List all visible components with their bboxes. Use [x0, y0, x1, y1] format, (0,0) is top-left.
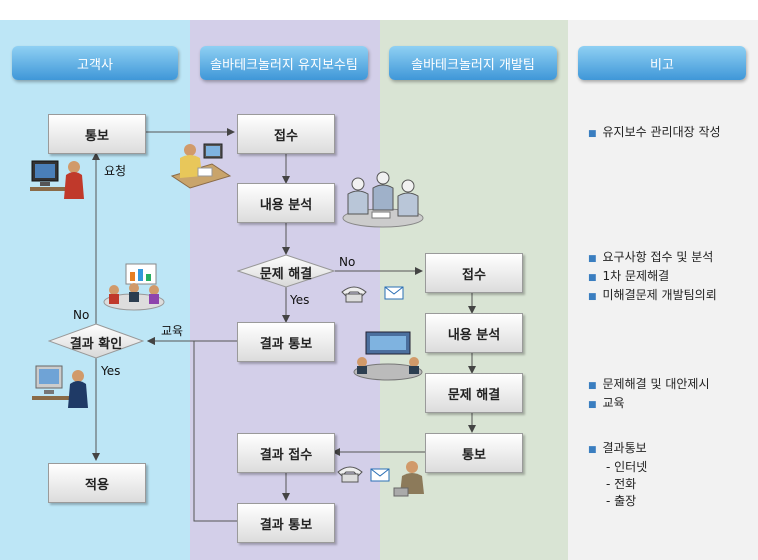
remark-4-2: - 전화 [606, 477, 637, 491]
phone-icon-2 [337, 466, 363, 483]
remark-2-2: 1차 문제해결 [602, 269, 670, 283]
maintenance-yes-label: Yes [290, 293, 310, 307]
education-label: 교육 [161, 324, 184, 338]
lane-header-remarks: 비고 [578, 46, 746, 80]
remark-group-4: ■결과통보 - 인터넷 - 전화 - 출장 [588, 441, 648, 508]
lane-header-maintenance: 솔바테크놀러지 유지보수팀 [200, 46, 368, 80]
worker-icon [393, 461, 424, 497]
phone-icon [341, 286, 367, 303]
development-notify-box: 통보 [425, 433, 523, 473]
customer-apply-box: 적용 [48, 463, 146, 503]
request-label: 요청 [104, 164, 127, 178]
remark-4-1: - 인터넷 [606, 460, 648, 474]
customer-yes-label: Yes [101, 364, 121, 378]
development-receive-box: 접수 [425, 253, 523, 293]
team-discussion-icon [342, 171, 424, 228]
remark-2-3: 미해결문제 개발팀의뢰 [602, 288, 717, 302]
remark-group-3: ■문제해결 및 대안제시 ■교육 [588, 377, 710, 410]
envelope-icon [384, 286, 404, 300]
engineer-desk-icon [170, 143, 232, 189]
maintenance-result-notify2-box: 결과 통보 [237, 503, 335, 543]
meeting-icon [103, 263, 165, 311]
customer-notify-box: 통보 [48, 114, 146, 154]
remark-group-1: ■유지보수 관리대장 작성 [588, 125, 721, 139]
check-result-label: 결과 확인 [69, 337, 123, 352]
lane-header-customer: 고객사 [12, 46, 178, 80]
remark-2-1: 요구사항 접수 및 분석 [602, 250, 714, 264]
remark-4-title: 결과통보 [602, 441, 647, 455]
remark-4-3: - 출장 [606, 494, 637, 508]
maintenance-result-notify-box: 결과 통보 [237, 322, 335, 362]
development-analysis-box: 내용 분석 [425, 313, 523, 353]
computer-user-icon-2 [32, 365, 88, 408]
maintenance-solve-diamond [237, 254, 335, 288]
envelope-icon-2 [370, 468, 390, 482]
lane-header-development: 솔바테크놀러지 개발팀 [389, 46, 557, 80]
customer-no-label: No [73, 308, 90, 322]
maintenance-analysis-box: 내용 분석 [237, 183, 335, 223]
maintenance-no-label: No [339, 255, 356, 269]
remark-group-2: ■요구사항 접수 및 분석 ■1차 문제해결 ■미해결문제 개발팀의뢰 [588, 250, 717, 302]
conference-icon [353, 331, 423, 381]
maintenance-result-receive-box: 결과 접수 [237, 433, 335, 473]
maintenance-solve-label: 문제 해결 [259, 267, 313, 282]
computer-user-icon [30, 160, 84, 199]
lane-remarks [568, 20, 758, 560]
remark-1-1: 유지보수 관리대장 작성 [602, 125, 721, 139]
remark-3-2: 교육 [602, 396, 625, 410]
check-result-diamond [48, 323, 144, 359]
development-solve-box: 문제 해결 [425, 373, 523, 413]
maintenance-receive-box: 접수 [237, 114, 335, 154]
remark-3-1: 문제해결 및 대안제시 [602, 377, 710, 391]
